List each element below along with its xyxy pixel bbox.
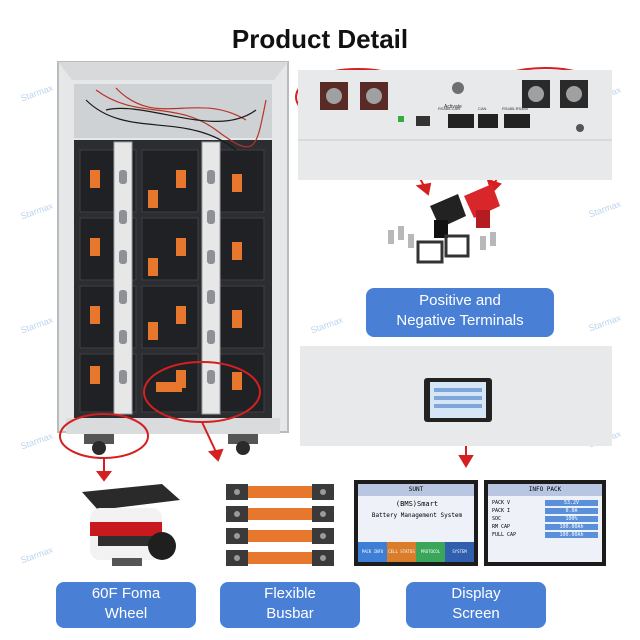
page-title: Product Detail bbox=[231, 24, 409, 54]
screen2-row: SOC 100% bbox=[492, 516, 598, 522]
screen2-row-value: 100.00Ah bbox=[545, 524, 598, 530]
wheel-image bbox=[82, 484, 180, 566]
screen2-row-value: 0.0A bbox=[545, 508, 598, 514]
panel-port3-label: RS485-RS485 bbox=[502, 106, 528, 111]
screen1-line2: Battery Management System bbox=[371, 512, 463, 519]
busbar-label: Flexible Busbar bbox=[220, 582, 360, 628]
screen2-header: INFO PACK bbox=[488, 484, 602, 496]
screen1-cell-status-button[interactable]: CELL STATUS bbox=[387, 542, 416, 562]
screen2-row: PACK V 53.2V bbox=[492, 500, 598, 506]
terminal-covers-image bbox=[388, 184, 500, 264]
screen2-row-key: SOC bbox=[492, 516, 502, 522]
display-label-line2: Screen bbox=[452, 605, 500, 622]
busbar-callout bbox=[143, 361, 261, 423]
panel-port1-label: RS485-CAN bbox=[438, 106, 461, 111]
terminals-label-line2: Negative Terminals bbox=[396, 312, 524, 329]
screen1-system-button[interactable]: SYSTEM bbox=[445, 542, 474, 562]
battery-cabinet-image bbox=[57, 61, 289, 455]
terminal-panel-photo bbox=[298, 70, 612, 180]
bms-screen-info: INFO PACK PACK V 53.2V PACK I 0.0A SOC 1… bbox=[484, 480, 606, 566]
screen2-row-value: 100% bbox=[545, 516, 598, 522]
busbar-image bbox=[226, 484, 334, 566]
screen1-line1: (BMS)Smart bbox=[395, 500, 439, 508]
bms-screen-main: SUNT (BMS)Smart Battery Management Syste… bbox=[354, 480, 478, 566]
screen2-row-key: RM CAP bbox=[492, 524, 511, 530]
screen2-row: FULL CAP 100.00Ah bbox=[492, 532, 598, 538]
panel-switch-label: Activate bbox=[444, 104, 462, 110]
wheel-label-line1: 60F Foma bbox=[91, 585, 161, 602]
screen2-row-key: PACK V bbox=[492, 500, 511, 506]
wheel-label-line2: Wheel bbox=[104, 605, 148, 622]
busbar-label-line2: Busbar bbox=[266, 605, 314, 622]
display-label-line1: Display bbox=[451, 585, 501, 602]
wheel-label: 60F Foma Wheel bbox=[56, 582, 196, 628]
wheel-callout bbox=[59, 413, 149, 459]
busbar-label-line1: Flexible bbox=[264, 585, 316, 602]
screen2-row: PACK I 0.0A bbox=[492, 508, 598, 514]
display-label: Display Screen bbox=[406, 582, 546, 628]
screen2-row-value: 100.00Ah bbox=[545, 532, 598, 538]
screen2-row-key: FULL CAP bbox=[492, 532, 517, 538]
panel-port2-label: CAN bbox=[478, 106, 487, 111]
terminals-label: Positive and Negative Terminals bbox=[366, 288, 554, 337]
terminals-label-line1: Positive and bbox=[419, 292, 501, 309]
display-panel-photo bbox=[300, 346, 612, 446]
screen1-pack-info-button[interactable]: PACK INFO bbox=[358, 542, 387, 562]
screen2-row: RM CAP 100.00Ah bbox=[492, 524, 598, 530]
screen2-row-value: 53.2V bbox=[545, 500, 598, 506]
screen1-protocol-button[interactable]: PROTOCOL bbox=[416, 542, 445, 562]
screen2-row-key: PACK I bbox=[492, 508, 511, 514]
screen1-header: SUNT bbox=[358, 484, 474, 496]
